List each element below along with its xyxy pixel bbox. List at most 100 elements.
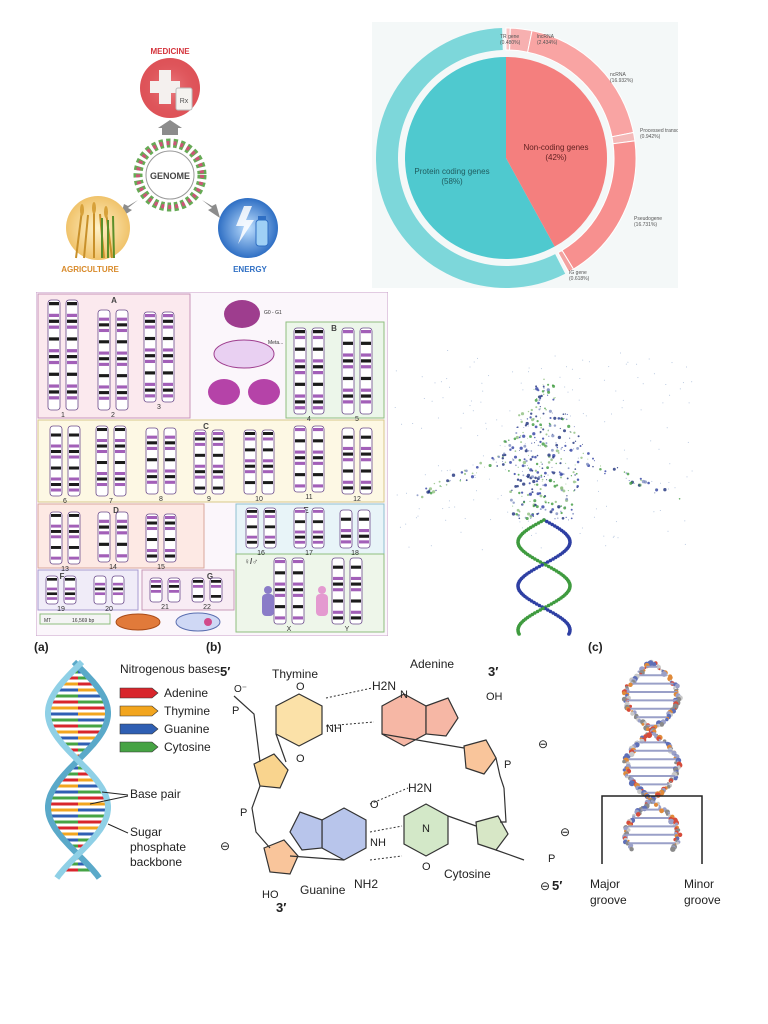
p-top-right: P <box>504 759 511 771</box>
chromosome-20 <box>93 575 125 605</box>
n-atom-2: N <box>422 823 430 835</box>
nh-top: NH <box>326 723 342 735</box>
chromosome-9 <box>193 429 225 495</box>
chromosome-6 <box>49 425 81 497</box>
group-label-b: B <box>331 324 337 333</box>
chromosome-10 <box>243 429 275 495</box>
p-bottom-right: P <box>548 853 555 865</box>
agriculture-label: AGRICULTURE <box>61 265 119 274</box>
guanine-label: Guanine <box>300 883 346 897</box>
group-label-d: D <box>113 506 119 515</box>
legend-swatch-cytosine <box>119 741 159 753</box>
cell-division-inset <box>208 300 280 405</box>
thymine-ring <box>275 693 323 747</box>
hydrogen-bond-5 <box>369 855 403 861</box>
dna-3d-helix <box>621 659 683 852</box>
outer-label-name-5: IG gene <box>569 270 587 276</box>
panel-c-label: (c) <box>588 640 603 654</box>
h2n-top: H2N <box>372 679 396 693</box>
three-prime-top-label: 3′ <box>488 664 498 679</box>
outer-label-name-0: TR gene <box>500 34 519 40</box>
chromosome-number: 21 <box>161 604 169 611</box>
legend-title: Nitrogenous bases: <box>120 662 220 676</box>
minor-groove-label-1: Minor <box>684 877 714 891</box>
chromosome-X <box>273 557 305 625</box>
minor-groove-label-2: groove <box>684 893 721 907</box>
p-bottom-left: P <box>240 807 247 819</box>
arrow-right-icon <box>202 200 220 218</box>
dna-helix-strand <box>516 518 572 636</box>
energy-label: ENERGY <box>233 265 267 274</box>
p-top-left: P <box>232 705 239 717</box>
legend-label-adenine: Adenine <box>164 686 208 700</box>
rx-label: Rx <box>180 98 189 105</box>
guanine-ring-5 <box>289 811 323 851</box>
label-non-coding-pct: (42%) <box>545 153 567 162</box>
slice-non-coding <box>506 57 607 247</box>
adenine-ring-5 <box>425 697 459 737</box>
agriculture-icon <box>66 196 130 260</box>
five-prime-top-label: 5′ <box>220 664 230 679</box>
chromosome-number: 7 <box>109 498 113 505</box>
outer-label-name-4: Pseudogene <box>634 216 662 222</box>
outer-label-pct-3: (0.942%) <box>640 134 661 140</box>
outer-ring-protein <box>375 28 566 288</box>
legend-label-guanine: Guanine <box>164 722 210 736</box>
slice-protein-coding <box>405 57 555 259</box>
gene-donut-chart: Protein coding genes(58%)Non-coding gene… <box>372 22 678 288</box>
chromosome-2 <box>97 309 129 411</box>
legend-swatch-thymine <box>119 705 159 717</box>
chromosome-number: 19 <box>57 606 65 613</box>
outer-label-name-3: Processed transcript <box>640 128 678 134</box>
genome-center-label: GENOME <box>150 171 190 181</box>
three-prime-bottom-label: 3′ <box>276 900 286 915</box>
nh-bottom: NH <box>370 837 386 849</box>
outer-label-name-1: lncRNA <box>537 34 555 40</box>
chromosome-15 <box>145 513 177 563</box>
chromosome-4 <box>293 327 325 415</box>
human-silhouette-icons <box>262 586 328 616</box>
hydrogen-bond-3 <box>369 787 409 805</box>
cell-icon <box>175 612 221 632</box>
genome-cycle-figure: MEDICINE Rx <box>50 40 290 280</box>
n-atom-1: N <box>400 689 408 701</box>
chromosome-number: 9 <box>207 496 211 503</box>
backbone-label-2: phosphate <box>130 840 186 854</box>
chromosome-8 <box>145 427 177 495</box>
chromosome-number: 3 <box>157 404 161 411</box>
backbone-strand-2 <box>45 659 111 880</box>
chromosome-number: 18 <box>351 550 359 557</box>
inset-label-2: Meta... <box>268 340 283 346</box>
legend-label-cytosine: Cytosine <box>164 740 211 754</box>
chromosome-number: 12 <box>353 496 361 503</box>
dna-double-helix <box>45 659 111 880</box>
chromosome-number: 13 <box>61 566 69 573</box>
chromosome-number: 8 <box>159 496 163 503</box>
chromosome-Y <box>331 557 363 625</box>
legend-label-thymine: Thymine <box>164 704 210 718</box>
label-protein-pct: (58%) <box>441 177 463 186</box>
minus-icon-1: ⊖ <box>538 737 548 751</box>
guanine-ring-6 <box>321 807 367 861</box>
chromosome-3 <box>143 311 175 403</box>
legend-swatch-adenine <box>119 687 159 699</box>
chromosome-number: 4 <box>307 416 311 423</box>
chromosome-14 <box>97 511 129 563</box>
outer-label-name-2: ncRNA <box>610 72 627 78</box>
backbone-label-3: backbone <box>130 855 182 869</box>
o-minus-top: O⁻ <box>234 684 247 695</box>
human-dot-cloud <box>394 350 693 551</box>
chromosome-number: 17 <box>305 550 313 557</box>
human-dna-svg <box>394 350 693 636</box>
arrow-up-icon <box>158 120 182 135</box>
chromosome-number: 15 <box>157 564 165 571</box>
dna-3d-panel: (c) Major groove Minor groove <box>582 636 732 916</box>
outer-label-pct-1: (2.434%) <box>537 40 558 46</box>
o-atom-2: O <box>296 753 305 765</box>
mt-label: MT <box>44 618 51 624</box>
medicine-icon: Rx <box>140 58 200 118</box>
o-atom-1: O <box>296 681 305 693</box>
panel-a-label: (a) <box>34 640 49 654</box>
h2n-bottom: H2N <box>408 781 432 795</box>
